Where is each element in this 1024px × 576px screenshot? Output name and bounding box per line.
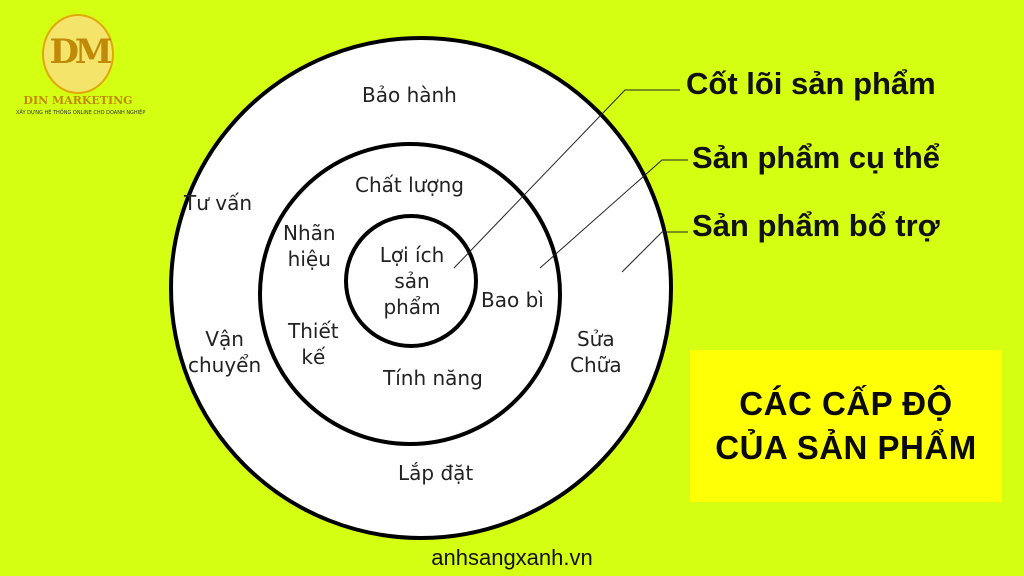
title-line-1: CÁC CẤP ĐỘ xyxy=(739,385,953,422)
outer-label-left-upper: Tư vấn xyxy=(184,191,253,215)
title-box: CÁC CẤP ĐỘ CỦA SẢN PHẨM xyxy=(690,350,1002,502)
logo-brand: DIN MARKETING xyxy=(23,94,133,107)
callout-actual: Sản phẩm cụ thể xyxy=(692,140,941,175)
outer-label-left-lower: Vận chuyển xyxy=(188,327,262,377)
middle-label-left-lower: Thiết kế xyxy=(288,319,339,369)
middle-label-bottom: Tính năng xyxy=(383,366,483,390)
din-marketing-logo: DM DIN MARKETING XÂY DỰNG HỆ THỐNG ONLIN… xyxy=(16,14,152,124)
logo-badge xyxy=(42,14,114,94)
middle-label-left-upper: Nhãn hiệu xyxy=(283,221,336,271)
watermark: anhsangxanh.vn xyxy=(431,545,593,570)
outer-label-top: Bảo hành xyxy=(362,83,457,107)
title-line-2: CỦA SẢN PHẨM xyxy=(715,429,977,466)
logo-monogram: DM xyxy=(49,32,112,72)
outer-label-bottom: Lắp đặt xyxy=(398,461,474,485)
callout-line-augmented xyxy=(621,231,688,273)
callout-line-core xyxy=(453,89,680,269)
middle-label-top: Chất lượng xyxy=(355,173,464,197)
callout-line-actual xyxy=(539,159,688,269)
core-circle xyxy=(344,214,478,348)
callout-core: Cốt lõi sản phẩm xyxy=(686,66,936,101)
logo-tagline: XÂY DỰNG HỆ THỐNG ONLINE CHO DOANH NGHIỆ… xyxy=(16,110,146,116)
outer-label-right: Sửa Chữa xyxy=(570,327,622,377)
middle-label-right: Bao bì xyxy=(481,288,544,312)
core-label: Lợi ích sản phẩm xyxy=(379,243,445,319)
callout-augmented: Sản phẩm bổ trợ xyxy=(692,208,940,243)
